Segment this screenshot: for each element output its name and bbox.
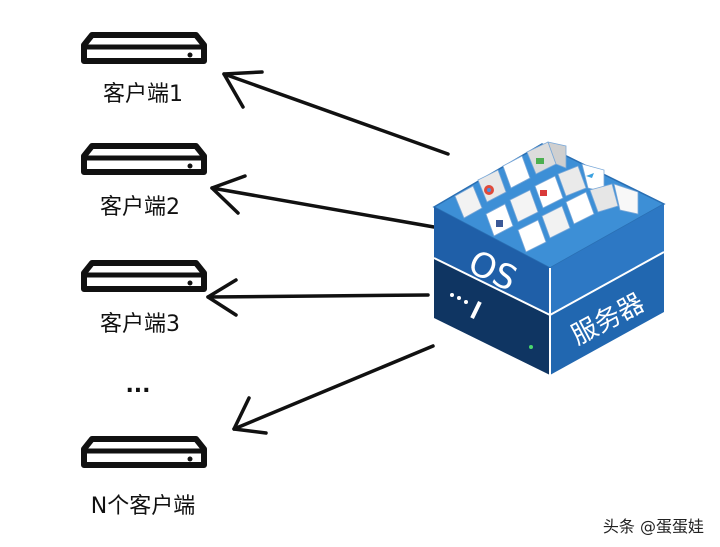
facebook-logo-icon: [496, 220, 503, 227]
twitter-logo-icon: [586, 173, 594, 178]
photo-app-icon: [536, 158, 544, 164]
arrow-to-client-n: [232, 344, 435, 435]
video-app-icon: [540, 190, 547, 196]
watermark: 头条 @蛋蛋娃: [602, 517, 704, 536]
arrow-to-client-2: [210, 174, 436, 229]
client-1-label: 客户端1: [103, 82, 183, 107]
client-n-device-icon: [84, 439, 204, 465]
server-cube-icon: OS 服务器: [432, 141, 666, 375]
client-3-device-icon: [84, 263, 204, 289]
app-window-tiles: [454, 141, 639, 253]
client-n-label: N个客户端: [91, 494, 195, 519]
client-1-device-icon: [84, 35, 204, 61]
ellipsis: ...: [125, 373, 150, 398]
client-2-label: 客户端2: [100, 195, 180, 220]
server-status-lights: [450, 293, 533, 349]
arrow-to-client-3: [206, 278, 430, 317]
client-2-device-icon: [84, 146, 204, 172]
client-3-label: 客户端3: [100, 312, 180, 337]
arrow-to-client-1: [222, 70, 450, 156]
